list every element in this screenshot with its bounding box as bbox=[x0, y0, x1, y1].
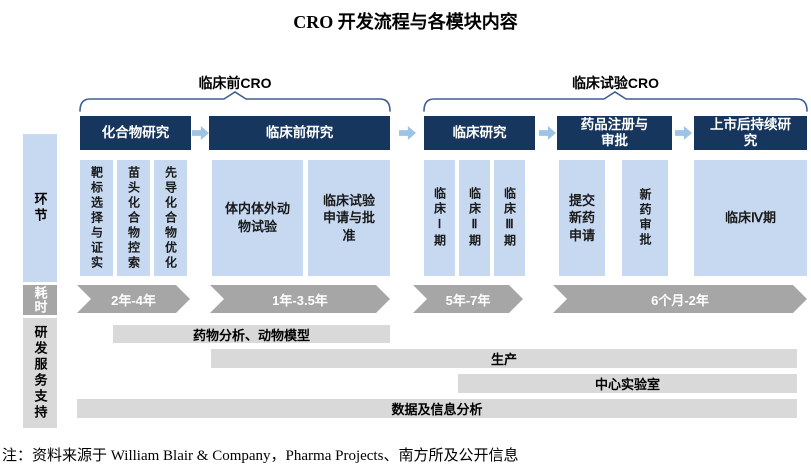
row-label-support: 研发服务支持 bbox=[23, 318, 57, 428]
overbrace-preclinical bbox=[79, 91, 391, 112]
stage-box-compound-research: 化合物研究 bbox=[80, 116, 191, 150]
right-arrow-icon bbox=[675, 125, 692, 141]
module-box-lead-optimization: 先导化合物优化 bbox=[154, 160, 187, 276]
support-bar-drug-analysis: 药物分析、动物模型 bbox=[113, 325, 390, 343]
duration-arrow-compound: 2年-4年 bbox=[77, 285, 190, 313]
module-box-clinical-trial-application: 临床试验 申请与批 准 bbox=[308, 160, 390, 276]
support-bar-central-lab: 中心实验室 bbox=[458, 374, 797, 393]
module-box-hit-compound: 苗头化合物控索 bbox=[117, 160, 150, 276]
bracket-label-preclinical-cro: 临床前CRO bbox=[198, 75, 272, 91]
stage-box-post-market-research: 上市后持续研 究 bbox=[694, 116, 807, 150]
right-arrow-icon bbox=[192, 125, 209, 141]
right-arrow-icon bbox=[399, 125, 416, 141]
bracket-label-clinical-trial-cro: 临床试验CRO bbox=[571, 75, 660, 91]
module-box-clinical-phase-2: 临床Ⅱ期 bbox=[459, 160, 490, 276]
source-note: 注：资料来源于 William Blair & Company，Pharma P… bbox=[2, 448, 519, 464]
module-box-clinical-phase-1: 临床Ⅰ期 bbox=[424, 160, 455, 276]
module-box-clinical-phase-3: 临床Ⅲ期 bbox=[494, 160, 525, 276]
stage-box-drug-registration: 药品注册与 审批 bbox=[557, 116, 672, 150]
stage-box-clinical-research: 临床研究 bbox=[424, 116, 535, 150]
duration-arrow-registration: 6个月-2年 bbox=[553, 285, 807, 313]
stage-box-preclinical-research: 临床前研究 bbox=[209, 116, 390, 150]
row-label-stage: 环节 bbox=[23, 134, 57, 282]
duration-arrow-preclinical: 1年-3.5年 bbox=[210, 285, 390, 313]
row-label-time: 耗时 bbox=[23, 285, 57, 315]
support-bar-data-analysis: 数据及信息分析 bbox=[77, 399, 797, 418]
support-bar-production: 生产 bbox=[211, 349, 797, 368]
module-box-nda-submission: 提交 新药 申请 bbox=[559, 160, 605, 276]
page-title: CRO 开发流程与各模块内容 bbox=[293, 12, 518, 32]
duration-arrow-clinical: 5年-7年 bbox=[413, 285, 523, 313]
module-box-target-selection: 靶标选择与证实 bbox=[80, 160, 113, 276]
right-arrow-icon bbox=[539, 125, 556, 141]
row-label-stage-text: 环节 bbox=[32, 192, 48, 224]
module-box-new-drug-approval: 新药审批 bbox=[622, 160, 668, 276]
overbrace-clinical-trial bbox=[423, 91, 808, 112]
row-label-support-text: 研发服务支持 bbox=[32, 325, 48, 421]
module-box-animal-testing: 体内体外动 物试验 bbox=[212, 160, 303, 276]
row-label-time-text: 耗时 bbox=[32, 286, 48, 314]
module-box-clinical-phase-4: 临床Ⅳ期 bbox=[694, 160, 807, 276]
